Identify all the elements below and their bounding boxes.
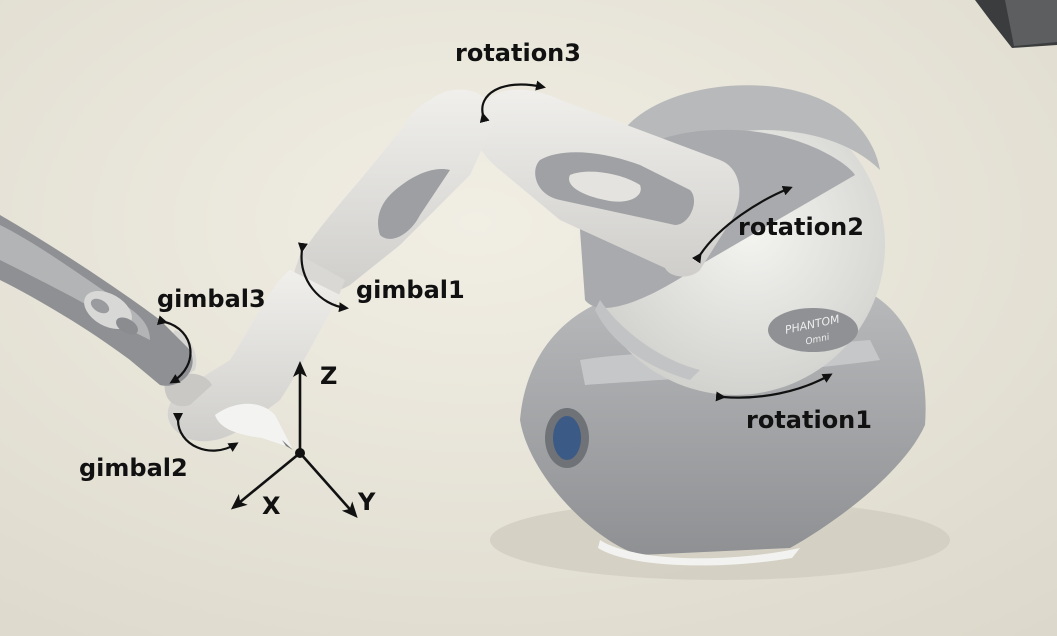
brand-line2: Omni xyxy=(805,333,831,348)
label-axis-x: X xyxy=(262,492,281,520)
rotation3-arrow xyxy=(479,80,546,123)
rotation2-arrow xyxy=(691,185,793,264)
label-axis-z: Z xyxy=(320,362,338,390)
y-axis-line xyxy=(299,452,358,518)
gimbal3-arrow xyxy=(156,315,192,384)
x-axis-line xyxy=(230,451,301,510)
label-gimbal3: gimbal3 xyxy=(157,285,266,313)
coordinate-axes xyxy=(230,361,358,518)
rotation1-arrow xyxy=(715,373,833,402)
label-axis-y: Y xyxy=(358,488,376,516)
label-rotation2: rotation2 xyxy=(738,213,864,241)
stylus xyxy=(0,215,193,386)
axis-origin xyxy=(295,448,305,458)
label-rotation1: rotation1 xyxy=(746,406,872,434)
gimbal2-arrow xyxy=(172,412,239,452)
label-gimbal2: gimbal2 xyxy=(79,454,188,482)
label-gimbal1: gimbal1 xyxy=(356,276,465,304)
label-rotation3: rotation3 xyxy=(455,39,581,67)
gimbal1-arrow xyxy=(297,242,349,313)
upper-arm xyxy=(475,89,740,277)
annotation-arrows xyxy=(156,80,833,452)
